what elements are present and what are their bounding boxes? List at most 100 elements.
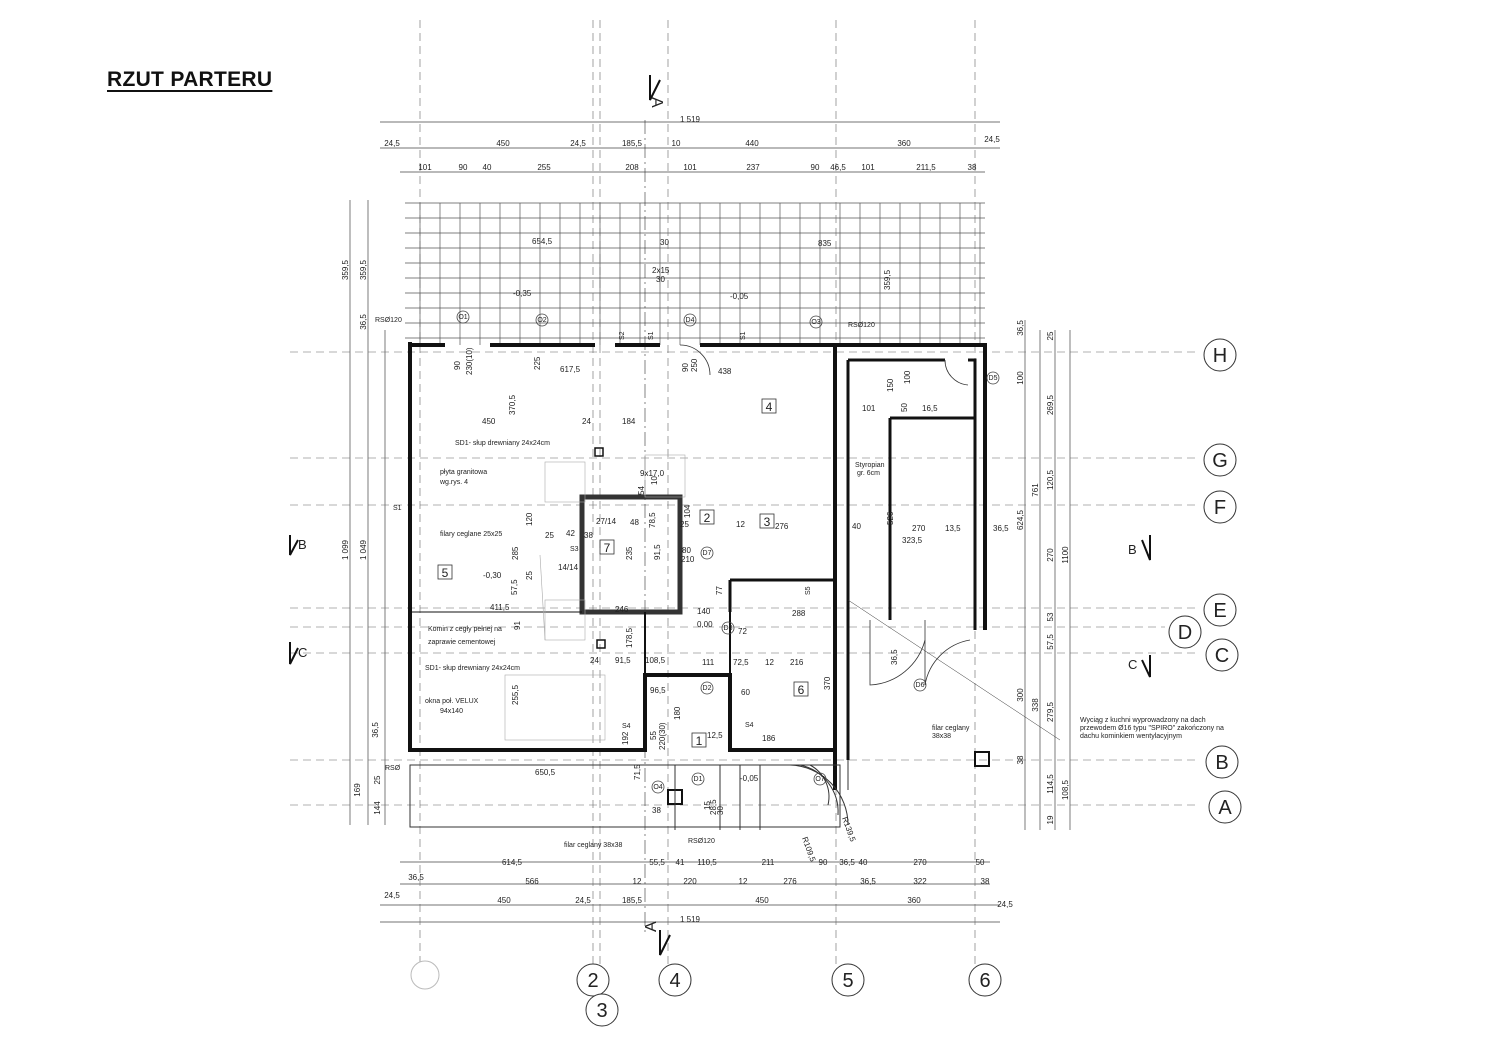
dim-bottom3: 185,5 bbox=[622, 896, 643, 905]
level-mark: -0,05 bbox=[730, 292, 749, 301]
dim-right: 270 bbox=[1046, 548, 1055, 562]
wall-mark: S4 bbox=[622, 723, 631, 730]
label-komin: Komin z cegły pełnej na bbox=[428, 626, 502, 633]
dim-interior: 12 bbox=[765, 658, 774, 667]
dim-interior: 9x17,0 bbox=[640, 469, 665, 478]
marker: D5 bbox=[989, 375, 998, 382]
dim-interior: 60 bbox=[741, 688, 750, 697]
dim-right: 1100 bbox=[1061, 546, 1070, 564]
dim-interior: 140 bbox=[697, 607, 711, 616]
marker: O2 bbox=[537, 317, 546, 324]
label-wyciag-1: Wyciąg z kuchni wyprowadzony na dach bbox=[1080, 717, 1206, 724]
label-rs: RSØ bbox=[385, 765, 401, 772]
dim-bottom2: 322 bbox=[913, 877, 927, 886]
axis-row-c: C bbox=[1215, 645, 1229, 667]
wall-mark: S1 bbox=[393, 505, 402, 512]
axis-row-e: E bbox=[1213, 600, 1226, 622]
marker: D7 bbox=[703, 550, 712, 557]
axis-row-a: A bbox=[1218, 797, 1232, 819]
dim-right: 300 bbox=[1016, 688, 1025, 702]
dim-interior: 30 bbox=[660, 238, 669, 247]
dim-interior: 359,5 bbox=[883, 269, 892, 290]
dim-bottom1: 211 bbox=[762, 858, 775, 867]
label-filary: filary ceglane 25x25 bbox=[440, 531, 502, 538]
wall-mark: S2 bbox=[619, 331, 626, 340]
dim-interior: 150 bbox=[886, 378, 895, 392]
dim-interior: 835 bbox=[818, 239, 832, 248]
dim-interior: 91,5 bbox=[653, 544, 662, 560]
marker: D4 bbox=[686, 317, 695, 324]
dim-interior: 178,5 bbox=[625, 627, 634, 648]
dim-interior: 438 bbox=[718, 367, 732, 376]
dim-interior: 650,5 bbox=[535, 768, 556, 777]
dim-bottom3: 24,5 bbox=[997, 900, 1013, 909]
dim-top1: 360 bbox=[897, 139, 911, 148]
dim-top2: 46,5 bbox=[830, 163, 846, 172]
label-plyta-ref: wg.rys. 4 bbox=[439, 479, 468, 486]
dim-interior: 104 bbox=[683, 504, 692, 518]
dim-top2: 255 bbox=[537, 163, 551, 172]
dim-right: 25 bbox=[1046, 331, 1055, 340]
section-a-top: A bbox=[648, 97, 665, 108]
dimension-lines bbox=[349, 121, 1071, 923]
label-filar-bottom: filar ceglany 38x38 bbox=[564, 842, 622, 849]
dim-top2: 40 bbox=[483, 163, 492, 172]
dim-interior: 370,5 bbox=[508, 394, 517, 415]
dim-bottom1: 90 bbox=[819, 858, 828, 867]
dim-bottom2: 12 bbox=[739, 877, 748, 886]
dim-right: 100 bbox=[1016, 371, 1025, 385]
dim-bottom2: 220 bbox=[683, 877, 697, 886]
level-mark: -0,05 bbox=[740, 774, 759, 783]
dim-interior: 654,5 bbox=[532, 237, 553, 246]
dim-top2: 208 bbox=[625, 163, 639, 172]
dim-interior: R109,5 bbox=[800, 836, 817, 864]
dim-interior: 230(10) bbox=[465, 347, 474, 375]
dim-interior: 235 bbox=[625, 546, 634, 560]
label-sd1-bottom: SD1- słup drewniany 24x24cm bbox=[425, 665, 520, 672]
dim-interior: 78,5 bbox=[648, 512, 657, 528]
dim-interior: 210 bbox=[681, 555, 695, 564]
dim-interior: 25 bbox=[680, 520, 689, 529]
label-rso: RSØ120 bbox=[848, 322, 875, 329]
axis-row-g: G bbox=[1212, 450, 1228, 472]
dim-interior: 77 bbox=[715, 586, 724, 595]
dim-bottom2: 36,5 bbox=[860, 877, 876, 886]
dim-top2: 90 bbox=[811, 163, 820, 172]
dim-interior: 186 bbox=[762, 734, 776, 743]
label-wyciag-2: przewodem Ø16 typu "SPIRO" zakończony na bbox=[1080, 725, 1224, 732]
dim-bottom1: 55,5 bbox=[649, 858, 665, 867]
label-rso: RSØ120 bbox=[375, 317, 402, 324]
dim-total-top: 1 519 bbox=[680, 115, 701, 124]
dim-interior: 15 bbox=[703, 801, 712, 810]
dim-left: 36,5 bbox=[371, 722, 380, 738]
dim-right: 57,5 bbox=[1046, 634, 1055, 650]
dim-interior: 13,5 bbox=[945, 524, 961, 533]
dim-interior: 48 bbox=[630, 518, 639, 527]
marker: O7 bbox=[815, 776, 824, 783]
dim-right: 114,5 bbox=[1046, 774, 1055, 794]
axis-row-b: B bbox=[1215, 752, 1228, 774]
dim-interior: 25 bbox=[545, 531, 554, 540]
dim-bottom1: 41 bbox=[676, 858, 685, 867]
dim-bottom1: 36,5 bbox=[839, 858, 855, 867]
dim-interior: 100 bbox=[903, 370, 912, 384]
room-3: 3 bbox=[764, 515, 771, 529]
wall-mark: S4 bbox=[745, 722, 754, 729]
dim-right: 338 bbox=[1031, 698, 1040, 712]
axis-row-d: D bbox=[1178, 622, 1192, 644]
marker: D2 bbox=[703, 685, 712, 692]
dim-interior: 120 bbox=[525, 512, 534, 526]
section-b-right: B bbox=[1128, 542, 1137, 557]
dim-interior: 10 bbox=[650, 476, 659, 485]
dim-interior: 323,5 bbox=[902, 536, 923, 545]
dim-right: 120,5 bbox=[1046, 469, 1055, 490]
dim-right: 53 bbox=[1046, 612, 1055, 621]
dim-interior: 101 bbox=[862, 404, 876, 413]
hatched-areas bbox=[504, 454, 686, 741]
dim-top2: 101 bbox=[683, 163, 697, 172]
label-styropian-size: gr. 6cm bbox=[857, 470, 880, 477]
dim-bottom2: 566 bbox=[525, 877, 539, 886]
dim-interior: 411,5 bbox=[490, 603, 510, 612]
axis-col-5: 5 bbox=[842, 970, 853, 992]
walls bbox=[408, 342, 990, 805]
